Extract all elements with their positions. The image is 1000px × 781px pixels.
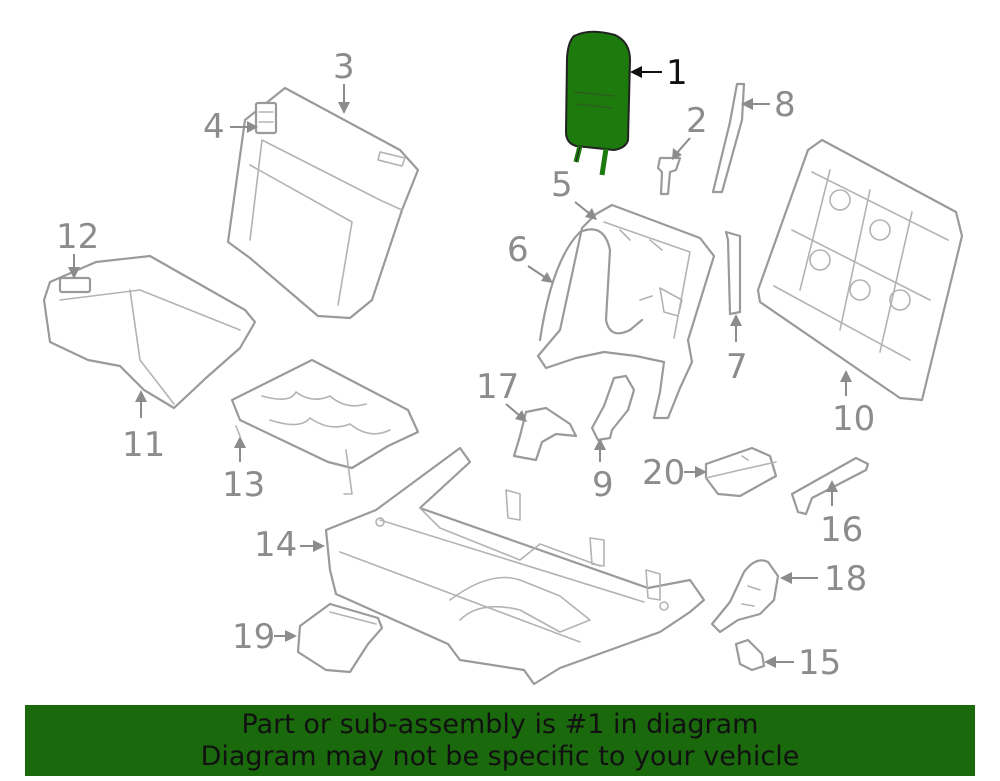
callout-11: 11: [122, 390, 165, 465]
callout-1: 1: [630, 53, 688, 93]
parts-diagram: 1 2 3 4 5 6 7 8 9 10: [42, 30, 964, 686]
part-2-headrest-guide[interactable]: [656, 156, 682, 196]
part-17-bracket[interactable]: [512, 406, 578, 462]
part-5-seat-back-frame[interactable]: [536, 203, 716, 420]
callout-14: 14: [254, 525, 325, 565]
callout-18: 18: [780, 559, 867, 599]
callout-label-7: 7: [726, 347, 748, 387]
callout-8: 8: [741, 85, 796, 125]
callout-label-1: 1: [666, 53, 688, 93]
part-6-cable[interactable]: [538, 228, 644, 342]
part-7-strip[interactable]: [724, 230, 742, 316]
callout-12: 12: [56, 217, 99, 279]
callout-17: 17: [476, 367, 527, 422]
callout-label-2: 2: [686, 101, 708, 141]
callout-9: 9: [592, 438, 614, 505]
callout-13: 13: [222, 436, 265, 505]
callout-label-12: 12: [56, 217, 99, 257]
callout-4: 4: [203, 107, 258, 147]
callout-16: 16: [820, 480, 863, 550]
part-18-side-cover[interactable]: [710, 559, 780, 634]
part-14-seat-base-frame[interactable]: [324, 446, 706, 686]
part-11-seat-cushion[interactable]: [42, 254, 257, 410]
callout-3: 3: [333, 47, 355, 114]
part-20-cover[interactable]: [704, 446, 778, 498]
callout-label-17: 17: [476, 367, 519, 407]
headrest-body[interactable]: [564, 30, 632, 152]
banner-line-2: Diagram may not be specific to your vehi…: [200, 741, 800, 772]
callout-label-10: 10: [832, 399, 875, 439]
callout-label-20: 20: [642, 453, 685, 493]
part-13-seat-pan[interactable]: [230, 358, 420, 495]
callout-label-13: 13: [222, 465, 265, 505]
part-10-back-panel[interactable]: [756, 138, 964, 402]
callout-label-6: 6: [507, 230, 529, 270]
part-9-bracket[interactable]: [590, 374, 636, 442]
callout-label-19: 19: [232, 617, 275, 657]
callout-15: 15: [764, 643, 841, 683]
info-banner: Part or sub-assembly is #1 in diagram Di…: [25, 705, 975, 776]
callout-6: 6: [507, 230, 553, 283]
callout-19: 19: [232, 617, 297, 657]
callout-20: 20: [642, 453, 707, 493]
part-3-seat-back-cushion[interactable]: [226, 86, 420, 320]
callout-label-8: 8: [774, 85, 796, 125]
part-19-pad[interactable]: [296, 602, 384, 674]
callout-label-4: 4: [203, 107, 225, 147]
banner-line-1: Part or sub-assembly is #1 in diagram: [241, 709, 759, 740]
part-4-switch[interactable]: [254, 101, 278, 135]
callout-label-5: 5: [551, 165, 573, 205]
callout-label-16: 16: [820, 510, 863, 550]
callout-10: 10: [832, 370, 875, 439]
callout-2: 2: [672, 101, 708, 160]
callout-label-11: 11: [122, 425, 165, 465]
callout-label-15: 15: [798, 643, 841, 683]
part-15-clip[interactable]: [734, 638, 766, 672]
part-8-rod[interactable]: [711, 82, 746, 194]
callout-label-3: 3: [333, 47, 355, 87]
part-12-switch[interactable]: [58, 276, 92, 294]
callout-label-18: 18: [824, 559, 867, 599]
part-1-headrest[interactable]: [564, 30, 632, 176]
callout-label-9: 9: [592, 465, 614, 505]
callout-label-14: 14: [254, 525, 297, 565]
callout-7: 7: [726, 314, 748, 387]
callout-5: 5: [551, 165, 597, 220]
